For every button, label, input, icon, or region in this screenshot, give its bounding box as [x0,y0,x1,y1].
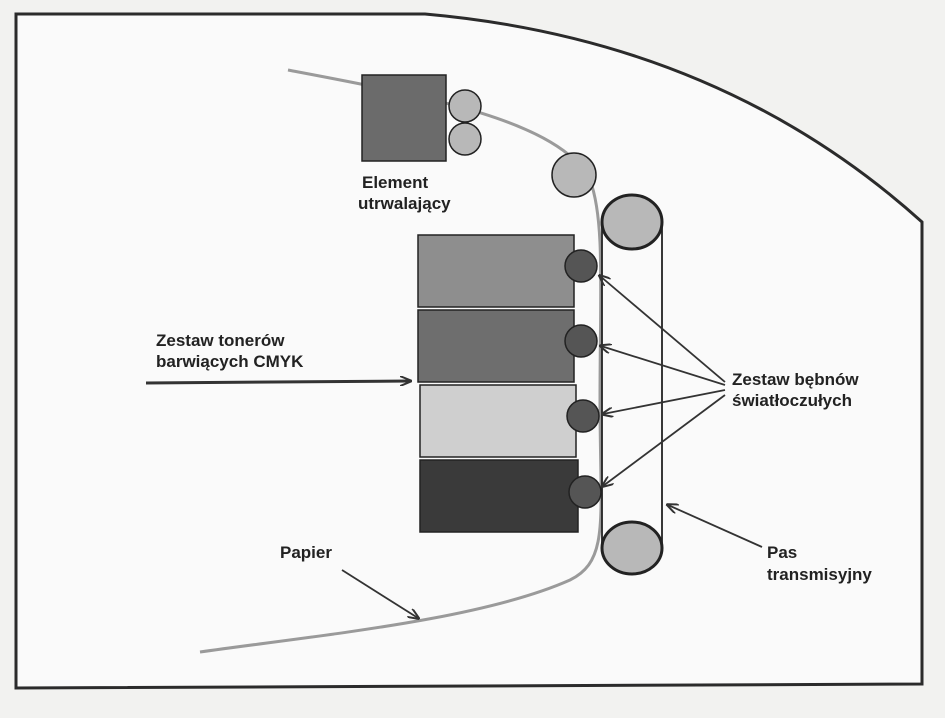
paper-path [199,68,603,654]
fuser-block [361,74,447,162]
drum-arrow-3 [603,389,726,414]
fuser-roller-top [448,89,482,123]
paper-label-line-1: Papier [280,543,332,562]
guide-roller [551,152,597,198]
toner-cartridge-2 [417,309,575,383]
drum-3 [566,399,600,433]
paper-label: Papier [280,543,332,562]
drum-1 [564,249,598,283]
drum-arrow-4 [603,394,726,486]
drum-arrow-1 [600,276,726,383]
toner-set-label-line-1: Zestaw tonerów [156,331,285,350]
belt-label: Pas transmisyjny [767,543,872,584]
belt-roller-bottom [600,520,664,576]
toner-set-label: Zestaw tonerów barwiących CMYK [156,331,304,371]
drum-set-label: Zestaw bębnów światłoczułych [732,370,863,410]
drum-2 [564,324,598,358]
toner-cartridge-3 [419,384,577,458]
fuser-label-line-1: Element [362,173,428,192]
fuser-label-line-2: utrwalający [358,194,451,213]
toner-set-label-line-2: barwiących CMYK [156,352,304,371]
belt-label-line-1: Pas [767,543,797,562]
toner-cartridge-4 [419,459,579,533]
toner-cartridge-1 [417,234,575,308]
drum-4 [568,475,602,509]
belt-arrow [668,505,763,548]
belt-label-line-2: transmisyjny [767,565,872,584]
drum-set-label-line-2: światłoczułych [732,391,852,410]
drum-arrow-2 [601,346,726,386]
paper-arrow [341,569,418,618]
fuser-label: Element utrwalający [358,173,451,213]
drum-set-label-line-1: Zestaw bębnów [732,370,859,389]
belt-roller-top [600,193,664,251]
fuser-roller-bottom [448,122,482,156]
toner-set-arrow [145,381,410,383]
